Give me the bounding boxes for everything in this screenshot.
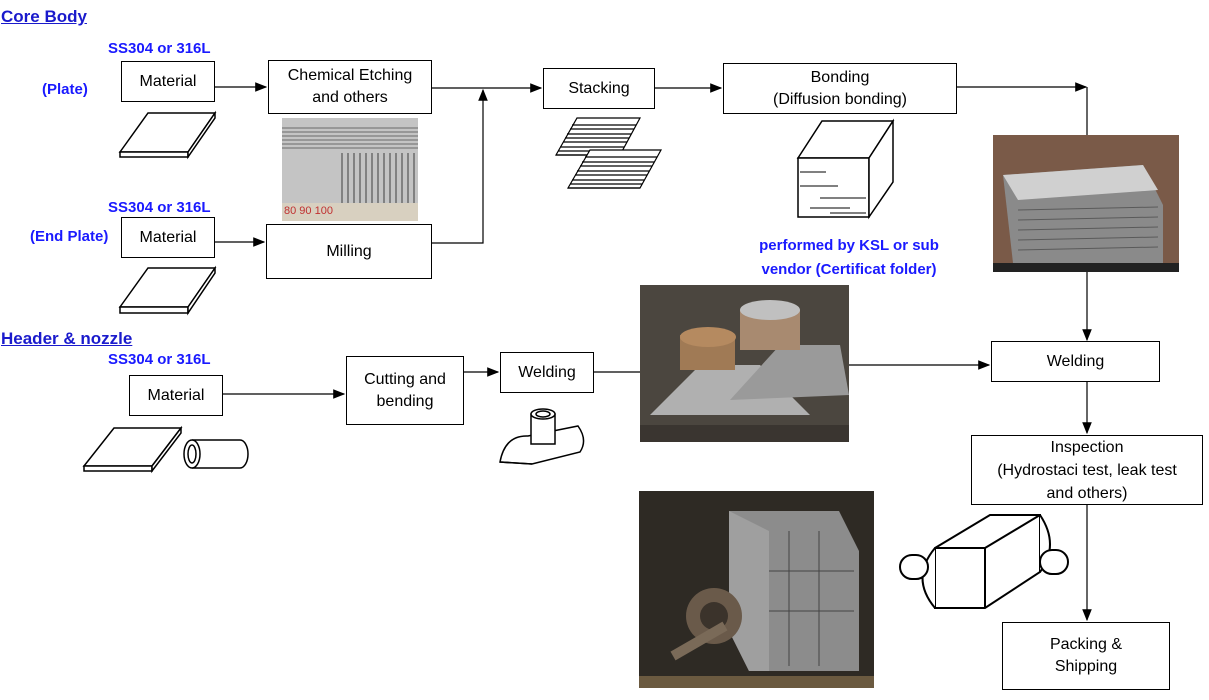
assembled-exchanger-photo	[639, 491, 874, 688]
nozzle-drawing	[499, 408, 585, 465]
final-welding-box: Welding	[991, 341, 1160, 382]
bonded-core-drawing	[796, 118, 895, 220]
section-core-body: Core Body	[1, 7, 87, 26]
plate-label: (Plate)	[42, 81, 88, 98]
chemical-etching-box: Chemical Etching and others	[268, 60, 432, 114]
ruler-marks: 80 90 100	[284, 205, 333, 217]
bonding-box: Bonding (Diffusion bonding)	[723, 63, 957, 114]
heat-exchanger-drawing	[899, 514, 1069, 609]
inspection-box: Inspection (Hydrostaci test, leak test a…	[971, 435, 1203, 505]
welding-box: Welding	[500, 352, 594, 393]
end-plate-material-box: Material	[121, 217, 215, 258]
performed-by-note: performed by KSL or sub vendor (Certific…	[759, 237, 939, 278]
plate-drawing	[118, 110, 217, 160]
stacking-box: Stacking	[543, 68, 655, 109]
header-plate-drawing	[82, 425, 183, 474]
milling-box: Milling	[266, 224, 432, 279]
section-header-nozzle: Header & nozzle	[1, 329, 133, 348]
material-spec-label: SS304 or 316L	[108, 40, 211, 57]
cutting-bending-box: Cutting and bending	[346, 356, 464, 425]
header-welding-photo	[640, 285, 849, 442]
stacking-drawing	[554, 117, 663, 189]
pipe-drawing	[183, 439, 249, 469]
material-spec-label: SS304 or 316L	[108, 199, 211, 216]
header-material-box: Material	[129, 375, 223, 416]
bonded-core-photo	[993, 135, 1179, 272]
material-box: Material	[121, 61, 215, 102]
etched-plate-photo: 80 90 100	[282, 118, 418, 221]
packing-shipping-box: Packing & Shipping	[1002, 622, 1170, 690]
material-spec-label: SS304 or 316L	[108, 351, 211, 368]
end-plate-drawing	[118, 265, 217, 316]
end-plate-label: (End Plate)	[30, 228, 109, 245]
